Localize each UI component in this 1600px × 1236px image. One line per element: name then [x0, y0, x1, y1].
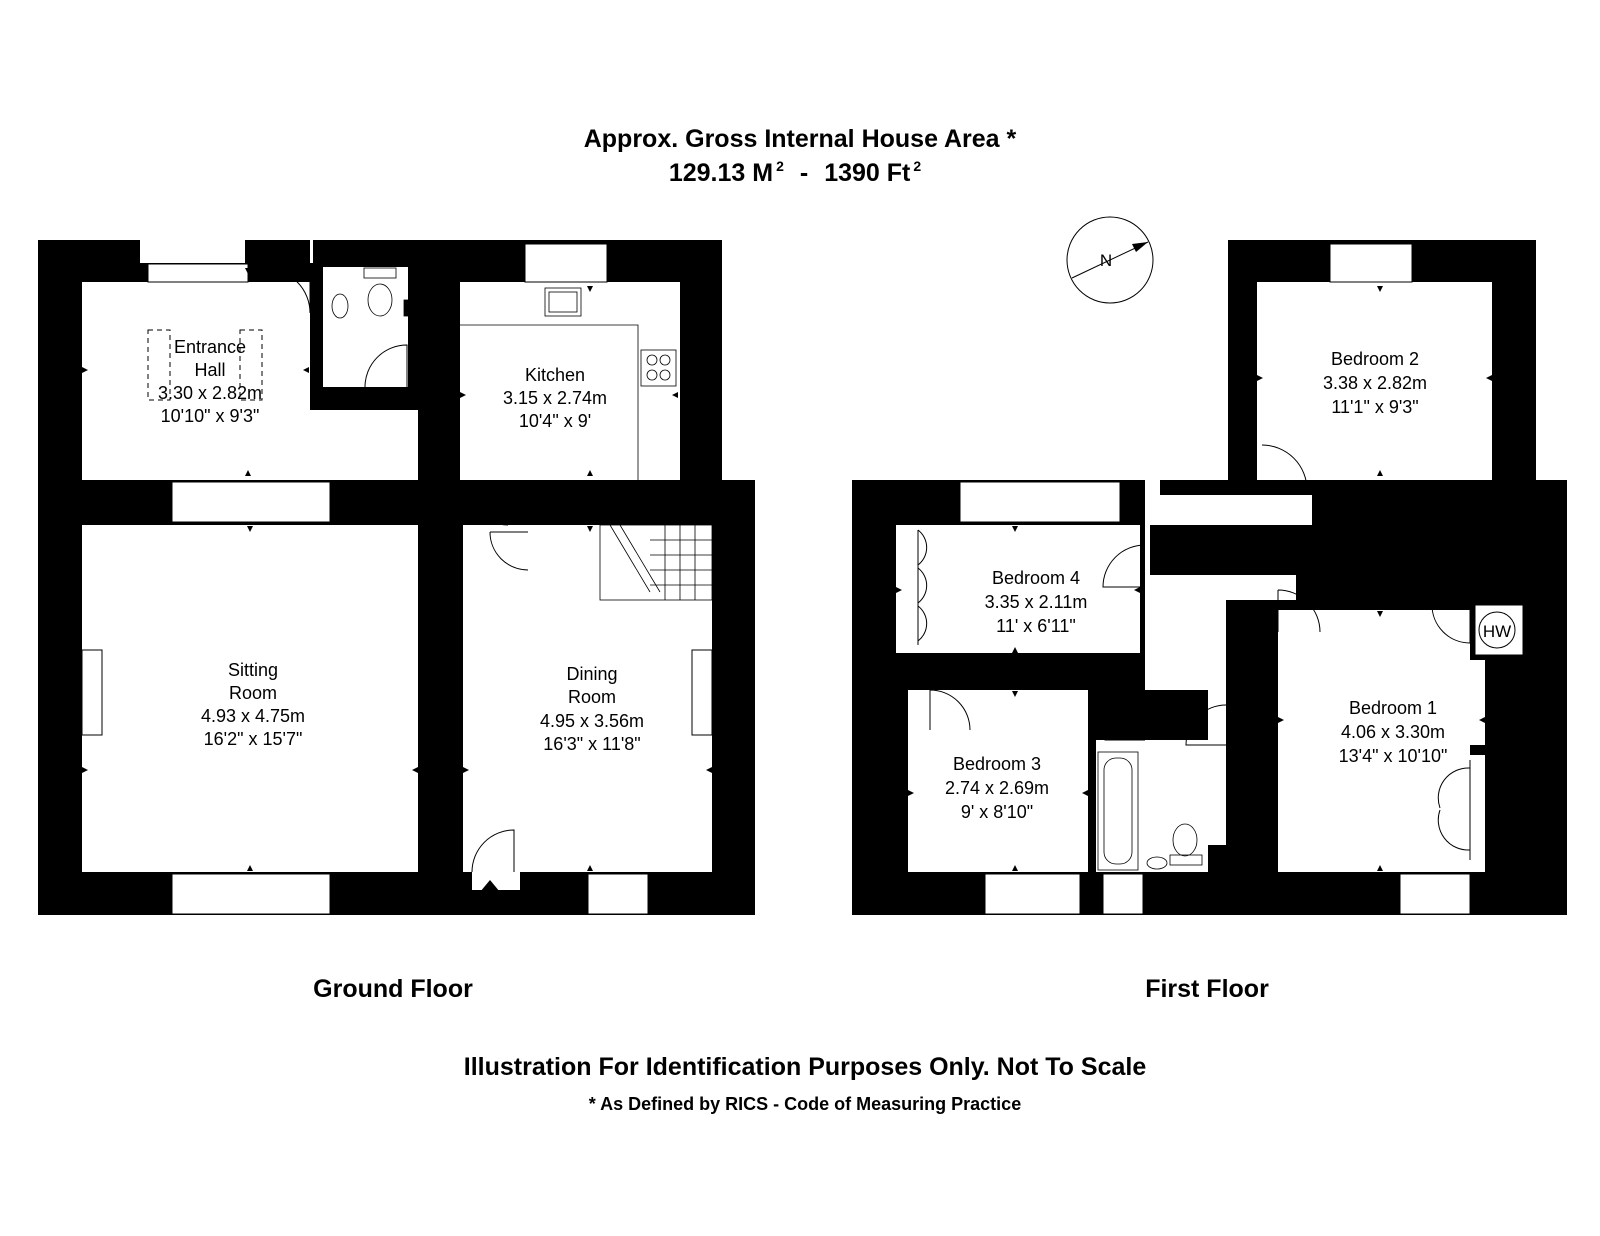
- kitchen-fixtures: [460, 287, 677, 480]
- room-name: Entrance: [174, 337, 246, 357]
- room-dimensions-imperial: 11' x 6'11": [996, 616, 1076, 636]
- area-imperial: 1390 Ft: [824, 159, 911, 187]
- door-bathroom: [1104, 699, 1146, 741]
- room-entrance-hall: Entrance Hall 3.30 x 2.82m 10'10" x 9'3": [158, 337, 262, 426]
- window-sitting-top: [171, 481, 331, 523]
- fireplace-dining: [691, 649, 713, 736]
- skylight-right: [239, 329, 263, 401]
- window-bathroom: [1102, 873, 1144, 915]
- hot-water-cylinder-icon: [1478, 611, 1516, 649]
- wardrobe-bedroom-1-wall: [1470, 745, 1485, 755]
- ground-floor-walls: [38, 240, 755, 915]
- room-dining-room: Dining Room 4.95 x 3.56m 16'3" x 11'8": [540, 664, 644, 754]
- door-bathroom-2: [1185, 704, 1227, 746]
- ground-floor-label: Ground Floor: [313, 975, 473, 1003]
- stairwell-block: [1328, 495, 1528, 590]
- room-dimensions-imperial: 9' x 8'10": [961, 802, 1033, 822]
- room-bedroom-1: Bedroom 1 4.06 x 3.30m 13'4" x 10'10": [1339, 698, 1448, 766]
- hall-partition: [418, 388, 458, 422]
- door-wc: [364, 344, 408, 388]
- first-floor-label: First Floor: [1145, 975, 1269, 1003]
- stairwell-walls: [1312, 480, 1528, 600]
- window-bedroom-3: [984, 873, 1081, 915]
- area-metric: 129.13 M: [669, 159, 773, 187]
- room-dimensions-metric: 4.06 x 3.30m: [1341, 722, 1445, 742]
- dimension-ticks: [82, 268, 712, 871]
- room-bedroom-3: Bedroom 3 2.74 x 2.69m 9' x 8'10": [945, 754, 1049, 822]
- room-dimensions-metric: 3.30 x 2.82m: [158, 383, 262, 403]
- area-separator: -: [800, 159, 808, 187]
- room-dimensions-metric: 3.38 x 2.82m: [1323, 373, 1427, 393]
- first-floor-plan: HW N Bedroom 2 3.38 x 2.82m 11'1" x 9'3"…: [852, 216, 1567, 1003]
- room-name: Bedroom 4: [992, 568, 1080, 588]
- wardrobe-bedroom-1: [1437, 760, 1471, 860]
- room-dimensions-imperial: 11'1" x 9'3": [1331, 397, 1418, 417]
- window-kitchen: [524, 243, 608, 283]
- room-dimensions-imperial: 16'3" x 11'8": [543, 734, 640, 754]
- compass-north-label: N: [1100, 251, 1112, 270]
- door-bedroom-4: [1102, 544, 1146, 588]
- stair-wall: [518, 488, 712, 525]
- ground-floor-plan: Entrance Hall 3.30 x 2.82m 10'10" x 9'3"…: [38, 240, 755, 1003]
- room-dimensions-imperial: 10'10" x 9'3": [161, 406, 260, 426]
- skylight-left: [147, 329, 171, 401]
- room-name: Bedroom 1: [1349, 698, 1437, 718]
- room-dimensions-metric: 4.95 x 3.56m: [540, 711, 644, 731]
- room-dimensions-imperial: 16'2" x 15'7": [204, 729, 303, 749]
- room-name: Bedroom 2: [1331, 349, 1419, 369]
- compass-icon: N: [1066, 216, 1154, 304]
- ground-stairs: [599, 524, 713, 601]
- area-imperial-sup: 2: [913, 158, 921, 174]
- room-sitting-room: Sitting Room 4.93 x 4.75m 16'2" x 15'7": [201, 660, 305, 749]
- door-hw: [1431, 604, 1471, 644]
- door-bedroom-2: [1261, 444, 1308, 491]
- door-bedroom-1: [1277, 589, 1321, 633]
- wardrobe-bedroom-4: [917, 529, 928, 645]
- bathroom-fixtures: [1097, 751, 1203, 871]
- door-dining-hall: [462, 479, 509, 526]
- door-front-hall: [265, 268, 311, 314]
- rics-note: * As Defined by RICS - Code of Measuring…: [589, 1094, 1021, 1114]
- room-dimensions-metric: 3.15 x 2.74m: [503, 388, 607, 408]
- window-dining-bottom: [587, 873, 649, 915]
- disclaimer: Illustration For Identification Purposes…: [464, 1053, 1147, 1081]
- fireplace-sitting: [81, 649, 103, 736]
- door-front: [471, 829, 515, 873]
- area-metric-sup: 2: [776, 158, 784, 174]
- window-sitting-bottom: [171, 873, 331, 915]
- hot-water-label: HW: [1483, 622, 1511, 641]
- window-hall: [147, 263, 249, 283]
- room-name: Kitchen: [525, 365, 585, 385]
- room-name: Hall: [194, 360, 225, 380]
- room-kitchen: Kitchen 3.15 x 2.74m 10'4" x 9': [503, 365, 607, 431]
- room-name: Bedroom 3: [953, 754, 1041, 774]
- entrance-arrow-icon: [480, 880, 500, 905]
- wc-fixtures: [331, 267, 411, 319]
- room-dimensions-imperial: 13'4" x 10'10": [1339, 746, 1448, 766]
- room-bedroom-4: Bedroom 4 3.35 x 2.11m 11' x 6'11": [985, 568, 1088, 636]
- area-title: Approx. Gross Internal House Area *: [584, 125, 1017, 153]
- room-dimensions-metric: 2.74 x 2.69m: [945, 778, 1049, 798]
- room-dimensions-metric: 3.35 x 2.11m: [985, 592, 1088, 612]
- door-kitchen: [417, 421, 459, 463]
- door-sitting-dining: [417, 674, 459, 716]
- room-name: Dining: [566, 664, 617, 684]
- room-dimensions-imperial: 10'4" x 9': [519, 411, 591, 431]
- first-stairs: [1334, 524, 1441, 591]
- window-bedroom-1: [1399, 873, 1471, 915]
- door-bedroom-3: [929, 689, 971, 731]
- window-bedroom-4: [959, 481, 1121, 523]
- room-name: Sitting: [228, 660, 278, 680]
- window-bedroom-2: [1329, 243, 1413, 283]
- room-bedroom-2: Bedroom 2 3.38 x 2.82m 11'1" x 9'3": [1323, 349, 1427, 417]
- room-name: Room: [568, 687, 616, 707]
- room-name: Room: [229, 683, 277, 703]
- room-dimensions-metric: 4.93 x 4.75m: [201, 706, 305, 726]
- door-under-stairs: [489, 531, 529, 571]
